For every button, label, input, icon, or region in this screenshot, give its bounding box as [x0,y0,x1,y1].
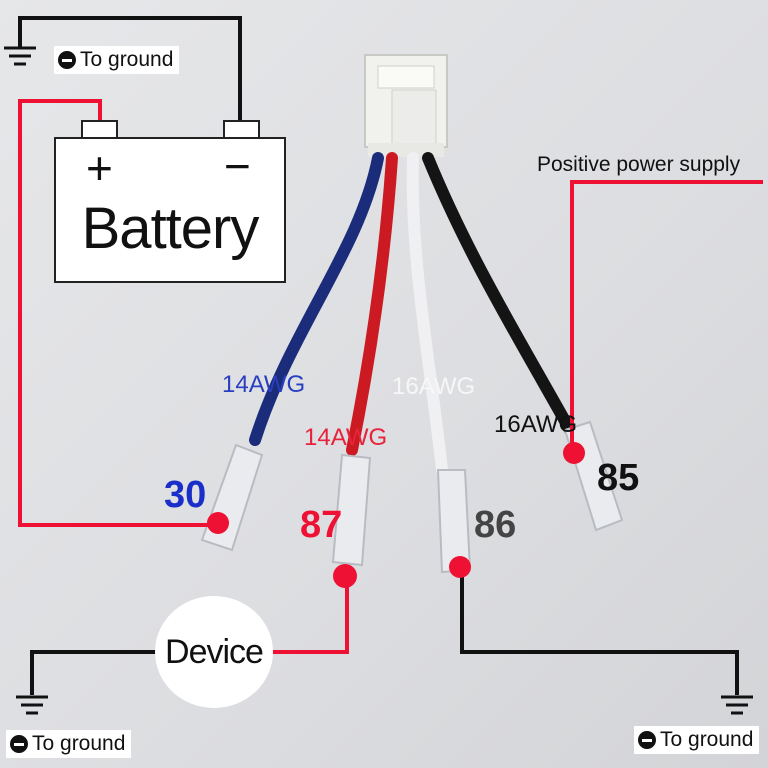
ground-line-top [18,16,242,125]
wire-label-blue: 14AWG [222,371,306,398]
battery-positive-line [18,99,218,527]
minus-circle-icon [58,51,76,69]
connector-housing [364,54,448,157]
minus-circle-icon [638,731,656,749]
dot-86 [449,556,471,578]
dot-85 [563,442,585,464]
ground-symbols [4,46,753,715]
wire-label-black: 16AWG [494,411,578,438]
black-wire [422,152,576,436]
device: Device [155,596,273,708]
pin-label-85: 85 [597,457,640,499]
connection-dots [207,442,585,588]
red-wire [346,152,398,456]
minus-circle-icon [10,735,28,753]
ground-label-top: To ground [54,46,180,74]
terminal-30 [200,443,264,552]
ground-label-text: To ground [80,48,174,71]
ground-icon [721,695,753,715]
blue-wire [249,152,384,446]
harness-wires [249,152,576,476]
wire-label-red: 14AWG [304,424,388,451]
battery-label: Battery [81,196,260,261]
battery: + − Battery [54,137,286,283]
ground-lines [18,16,739,695]
ground-icon [16,695,48,715]
ground-label-text: To ground [32,732,126,755]
device-line [268,578,349,654]
positive-supply-label: Positive power supply [537,153,741,176]
pin-label-30: 30 [164,474,207,516]
ground-label-right: To ground [634,726,760,754]
white-wire [406,152,448,476]
device-label: Device [165,632,264,671]
ground-line-left [30,650,160,695]
ground-icon [4,46,36,66]
terminal-87 [331,453,372,567]
battery-plus-sign: + [86,142,113,194]
ground-line-right [460,568,739,695]
ground-label-text: To ground [660,728,754,751]
pin-label-86: 86 [474,504,517,546]
terminals [200,420,624,574]
wire-label-white: 16AWG [392,373,476,400]
positive-lines [18,99,763,654]
positive-supply-line [570,180,763,455]
dot-30 [207,512,229,534]
pin-label-87: 87 [300,504,343,546]
ground-label-left: To ground [6,730,132,758]
dot-87 [333,564,357,588]
battery-minus-sign: − [224,140,251,192]
terminal-86 [436,469,472,574]
